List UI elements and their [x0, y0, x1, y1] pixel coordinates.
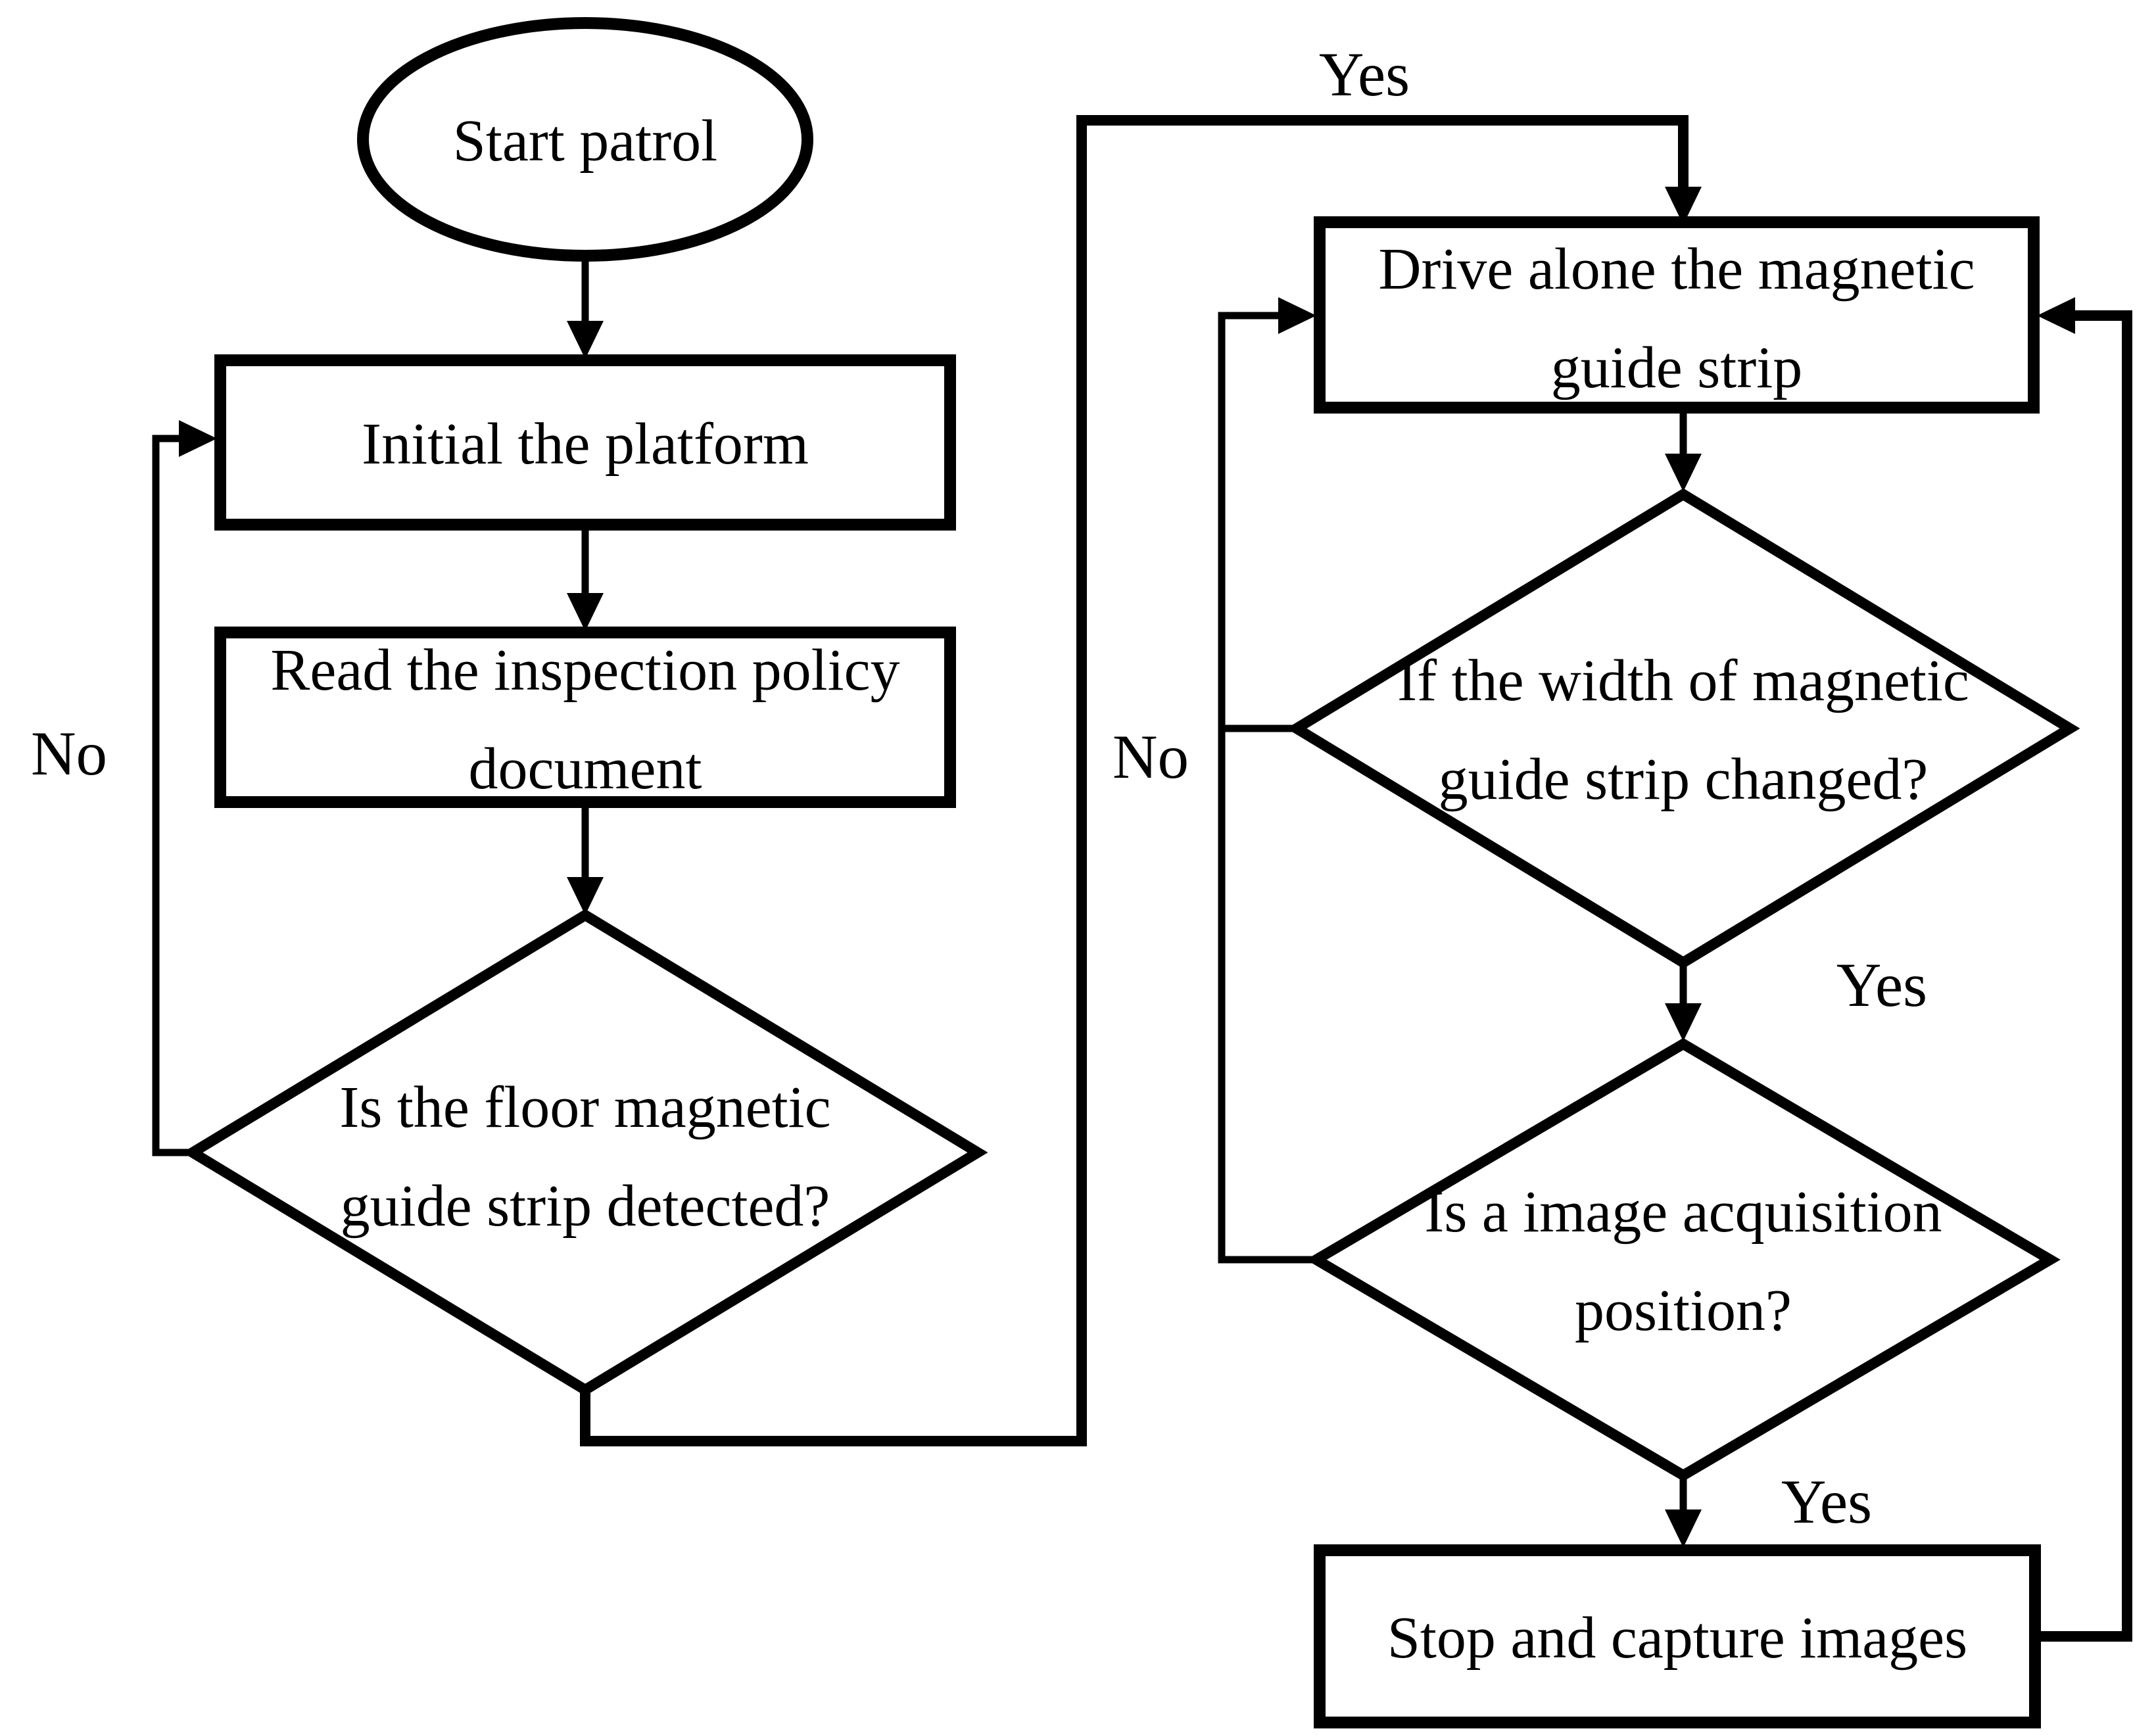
detect-strip-label-line2: guide strip detected? [341, 1174, 830, 1239]
arrowhead-right-icon [1278, 297, 1316, 334]
label-acq-yes: Yes [1781, 1467, 1872, 1536]
detect-strip-decision [182, 909, 988, 1396]
arrowhead-down-icon [567, 877, 604, 915]
edge-detect-no-loop [152, 435, 193, 1156]
edge-acq-no-loop [1218, 312, 1316, 1264]
label-width-no: No [1113, 722, 1189, 792]
stop-capture-node [1314, 1544, 2041, 1728]
arrowhead-down-icon [1665, 454, 1702, 492]
width-changed-decision [1286, 488, 2080, 969]
label-detect-yes: Yes [1319, 39, 1410, 109]
width-changed-label-line1: If the width of magnetic [1397, 648, 1969, 713]
stop-capture-label: Stop and capture images [1387, 1605, 1967, 1671]
arrowhead-right-icon [179, 420, 217, 457]
edge-stop-to-drive-loop [2035, 310, 2132, 1642]
label-width-yes: Yes [1836, 950, 1927, 1020]
start-node-label: Start patrol [453, 108, 717, 174]
width-changed-label-line2: guide strip changed? [1439, 747, 1928, 812]
arrowhead-down-icon [567, 593, 604, 631]
edge-detect-yes-path [580, 115, 1689, 1446]
drive-node [1314, 216, 2040, 414]
detect-strip-label-line1: Is the floor magnetic [339, 1075, 830, 1140]
drive-label-line2: guide strip [1551, 335, 1802, 400]
arrowhead-down-icon [1665, 1003, 1702, 1041]
read-policy-label-line2: document [469, 736, 702, 801]
drive-label-line1: Drive alone the magnetic [1378, 237, 1975, 302]
arrowhead-down-icon [1665, 187, 1702, 225]
arrowhead-down-icon [567, 321, 604, 359]
init-platform-label: Initial the platform [362, 412, 809, 477]
init-platform-node [214, 354, 956, 531]
read-policy-node [214, 627, 956, 808]
arrowhead-down-icon [1665, 1509, 1702, 1548]
start-node [357, 17, 813, 262]
arrowhead-left-icon [2037, 297, 2075, 334]
acq-position-label-line2: position? [1575, 1278, 1792, 1343]
read-policy-label-line1: Read the inspection policy [270, 638, 899, 703]
acq-position-decision [1306, 1037, 2061, 1482]
label-detect-no: No [31, 719, 107, 788]
acq-position-label-line1: Is a image acquisition [1424, 1179, 1942, 1245]
